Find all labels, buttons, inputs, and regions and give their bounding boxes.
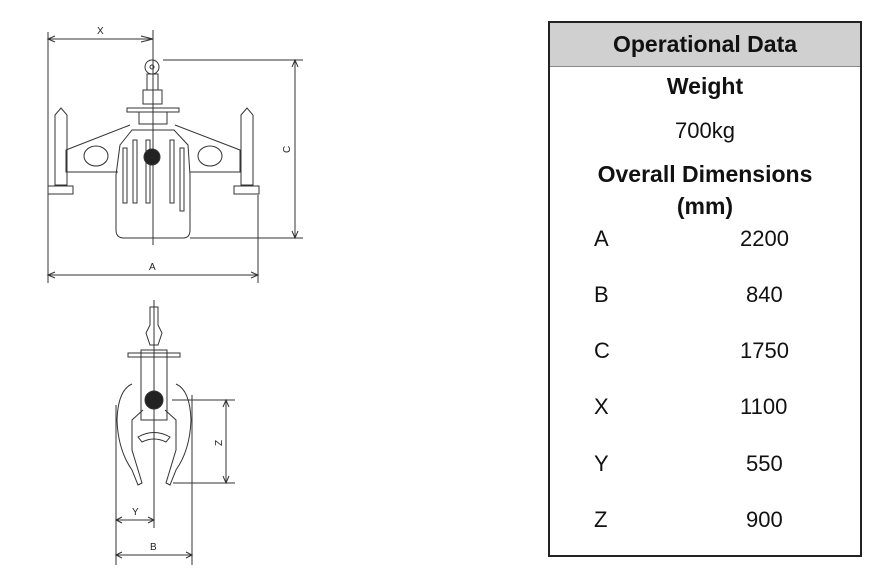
dim-value: 900 <box>746 507 783 532</box>
dim-value: 1750 <box>740 338 789 363</box>
side-view <box>114 300 235 565</box>
weight-value: 700kg <box>675 118 735 143</box>
dim-key: Y <box>594 451 609 476</box>
dim-value: 1100 <box>740 394 788 419</box>
dim-label-a: A <box>149 262 156 273</box>
dim-label-b: B <box>150 542 157 553</box>
dim-label-x: X <box>97 26 104 37</box>
dimensions-label: Overall Dimensions <box>597 161 813 187</box>
dim-label-z: Z <box>214 440 225 446</box>
dim-label-c: C <box>282 146 293 153</box>
dim-value: 840 <box>746 282 783 307</box>
front-view <box>46 30 303 283</box>
weight-label: Weight <box>666 73 744 99</box>
dim-value: 2200 <box>740 226 789 251</box>
dimensions-unit: (mm) <box>676 193 734 219</box>
operational-data-table: Operational Data Weight 700kg Overall Di… <box>548 21 862 557</box>
dim-value: 550 <box>746 451 783 476</box>
dim-key: B <box>594 282 609 307</box>
dim-key: A <box>594 226 609 251</box>
dim-label-y: Y <box>132 507 139 518</box>
dim-key: C <box>594 338 610 363</box>
table-title: Operational Data <box>550 23 860 67</box>
dim-key: Z <box>594 507 608 532</box>
dim-key: X <box>594 394 609 419</box>
